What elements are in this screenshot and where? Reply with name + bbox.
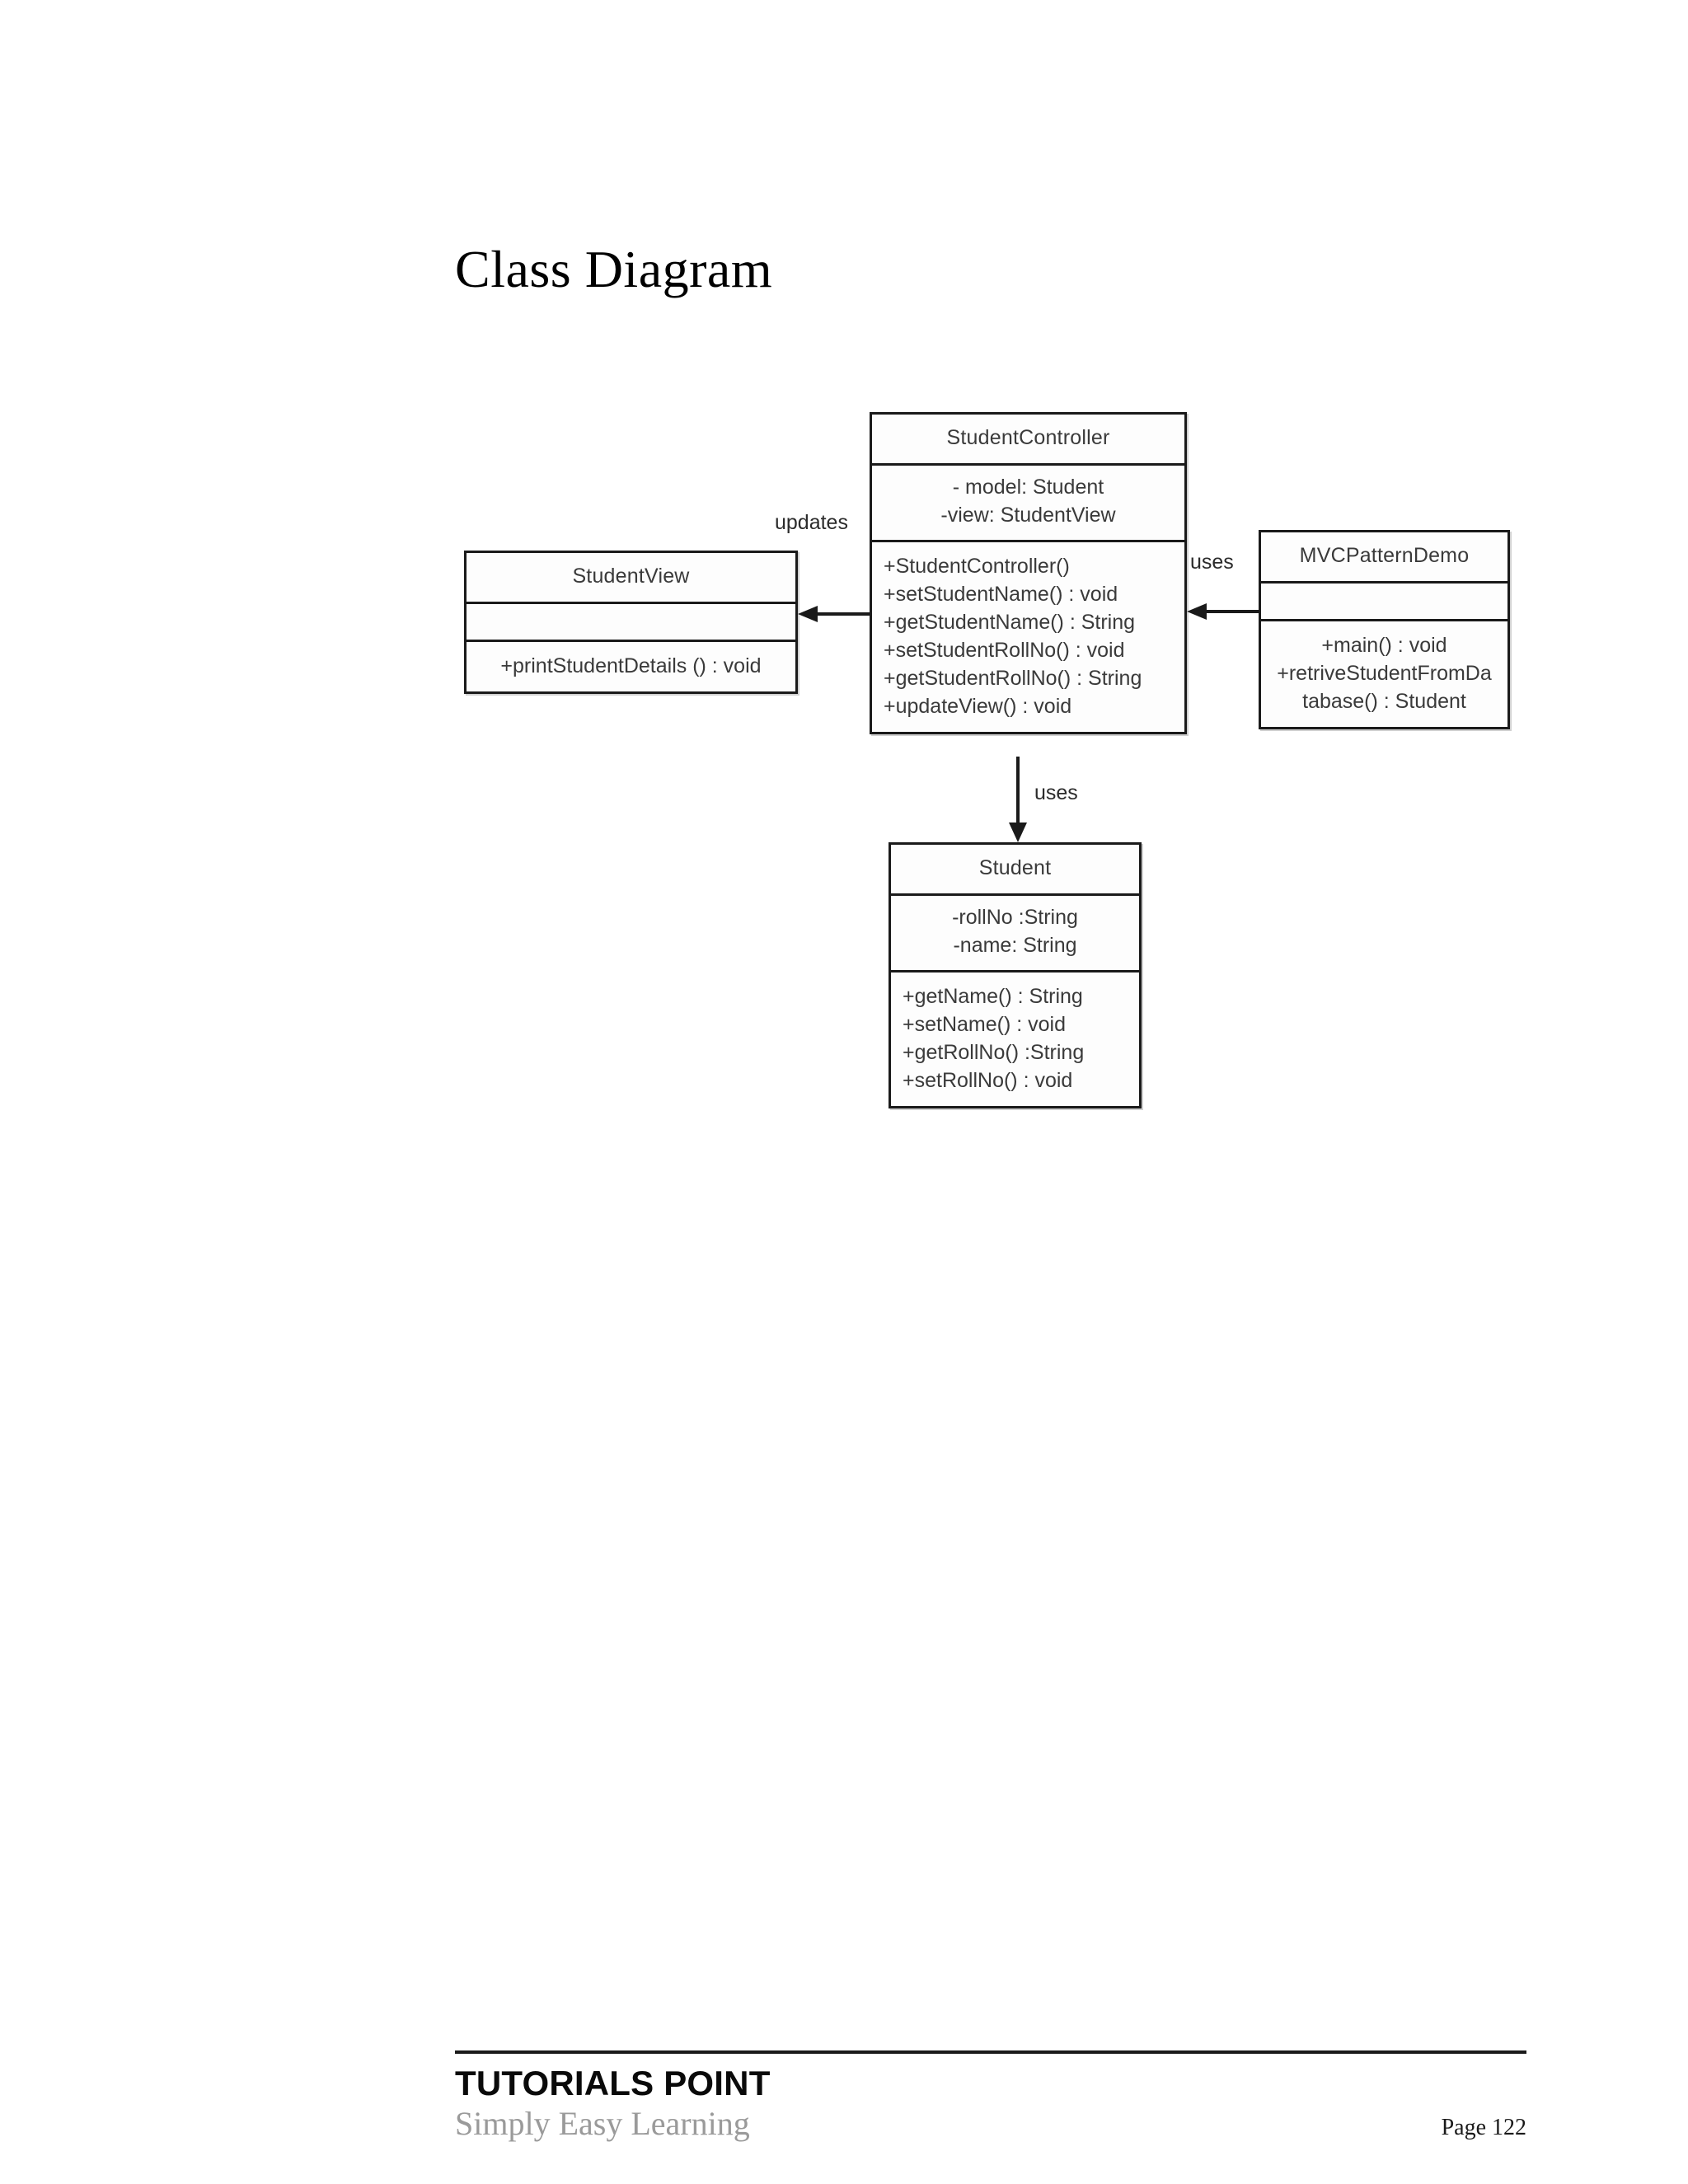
uml-attribute: -view: StudentView [940,503,1116,527]
uml-operation: +main() : void [1321,634,1447,657]
uml-operation: +printStudentDetails () : void [500,654,762,677]
uml-attribute: - model: Student [952,476,1104,499]
uml-operation: +StudentController() [884,554,1070,578]
uml-attribute: -rollNo :String [952,906,1078,929]
footer-tagline: Simply Easy Learning [455,2105,750,2143]
uml-attributes-student-controller: - model: Student -view: StudentView [872,466,1184,542]
uml-operation: +setRollNo() : void [903,1068,1073,1092]
uml-class-name-student-view: StudentView [467,553,795,604]
uml-operation: +updateView() : void [884,694,1072,718]
edge-label-updates: updates [775,511,848,534]
footer-page-number: Page 122 [1441,2115,1526,2140]
uml-operation: +getRollNo() :String [903,1040,1085,1064]
uml-operation: +retriveStudentFromDa [1277,662,1492,685]
uml-operations-mvc-pattern-demo: +main() : void +retriveStudentFromDa tab… [1261,621,1507,727]
uml-class-student-view[interactable]: StudentView +printStudentDetails () : vo… [464,551,798,694]
uml-class-student[interactable]: Student -rollNo :String -name: String +g… [889,842,1142,1108]
uml-operation: +setStudentRollNo() : void [884,638,1125,662]
uml-attributes-mvc-pattern-demo [1261,583,1507,621]
footer-divider [455,2050,1526,2054]
uml-attributes-student-view [467,604,795,642]
uml-class-student-controller[interactable]: StudentController - model: Student -view… [870,412,1187,734]
uml-operations-student-controller: +StudentController() +setStudentName() :… [872,542,1184,732]
uml-attributes-student: -rollNo :String -name: String [891,896,1139,972]
arrowhead-controller-updates-view [798,606,818,622]
uml-operation: +getName() : String [903,984,1083,1008]
uml-operation: +setName() : void [903,1012,1066,1036]
uml-operation: +getStudentRollNo() : String [884,666,1142,690]
footer-brand: TUTORIALS POINT [455,2064,771,2102]
uml-class-name-mvc-pattern-demo: MVCPatternDemo [1261,532,1507,583]
uml-operation: +setStudentName() : void [884,582,1118,606]
page-footer: TUTORIALS POINT Simply Easy Learning Pag… [455,2050,1526,2181]
uml-operations-student-view: +printStudentDetails () : void [467,642,795,691]
arrowhead-demo-uses-controller [1187,603,1207,620]
uml-class-mvc-pattern-demo[interactable]: MVCPatternDemo +main() : void +retriveSt… [1259,530,1510,729]
uml-class-name-student: Student [891,845,1139,896]
uml-operation: +getStudentName() : String [884,610,1136,634]
uml-class-name-student-controller: StudentController [872,415,1184,466]
edge-label-uses-student: uses [1034,781,1078,804]
uml-operation: tabase() : Student [1302,690,1466,713]
arrowhead-controller-uses-student [1009,823,1027,842]
footer-content: TUTORIALS POINT Simply Easy Learning Pag… [455,2054,1526,2181]
page-title: Class Diagram [455,240,773,298]
uml-operations-student: +getName() : String +setName() : void +g… [891,972,1139,1106]
uml-class-diagram: updates uses uses StudentController - mo… [464,412,1510,1108]
uml-attribute: -name: String [953,933,1077,957]
edge-label-uses-demo: uses [1190,551,1234,574]
